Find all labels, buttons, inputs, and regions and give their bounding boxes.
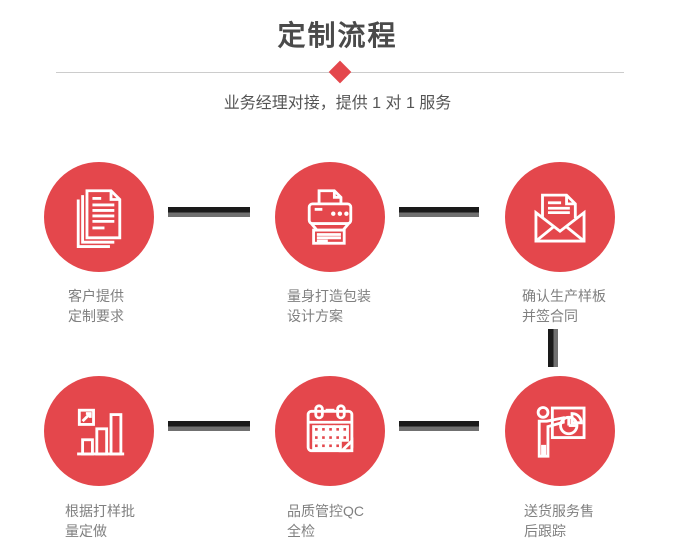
step-circle-3 (505, 162, 615, 272)
step-circle-6 (505, 376, 615, 486)
page-title: 定制流程 (277, 20, 398, 51)
growth-bar-chart-icon (77, 408, 125, 456)
step-circle-4 (44, 376, 154, 486)
connector-v-1 (548, 329, 558, 367)
step-label-2: 量身打造包装 设计方案 (287, 288, 371, 324)
step-label-6: 送货服务售 后跟踪 (524, 503, 594, 539)
connector-h-1 (168, 207, 250, 217)
printer-icon (307, 189, 353, 245)
connector-h-2 (399, 207, 479, 217)
step-circle-1 (44, 162, 154, 272)
documents-icon (76, 189, 122, 248)
diamond-icon (328, 60, 352, 84)
connector-h-3 (168, 421, 250, 431)
step-circle-5 (275, 376, 385, 486)
connector-h-4 (399, 421, 479, 431)
step-label-5: 品质管控QC 全检 (287, 503, 364, 539)
calendar-icon (306, 404, 354, 453)
step-label-3: 确认生产样板 并签合同 (522, 288, 606, 324)
step-label-4: 根据打样批 量定做 (65, 503, 135, 539)
step-label-1: 客户提供 定制要求 (68, 288, 124, 324)
envelope-letter-icon (534, 193, 586, 243)
presentation-icon (536, 406, 586, 458)
step-circle-2 (275, 162, 385, 272)
page-subtitle: 业务经理对接，提供 1 对 1 服务 (223, 95, 452, 112)
